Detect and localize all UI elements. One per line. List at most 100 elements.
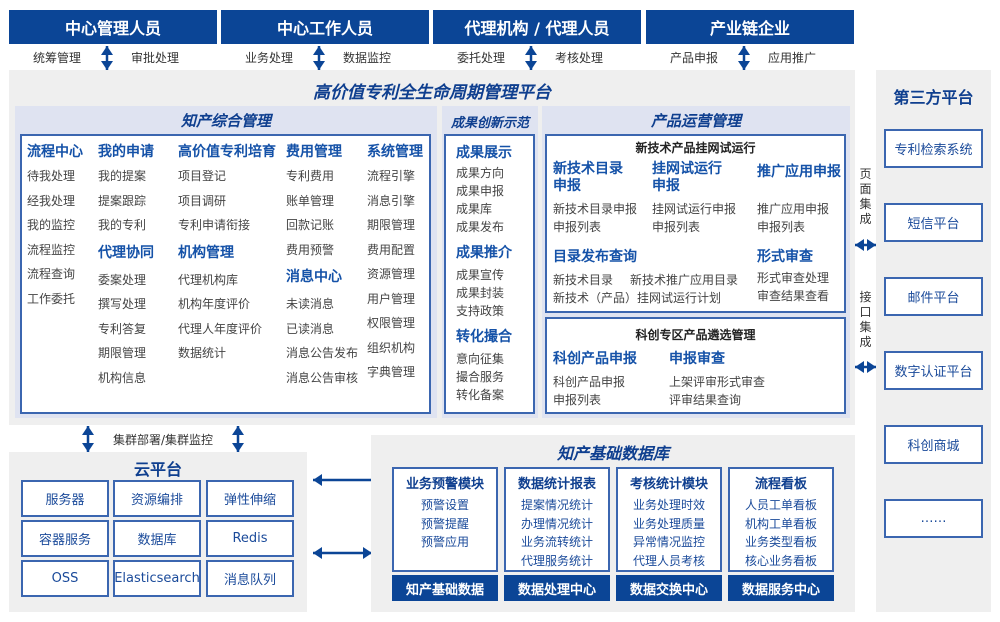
data-center-bar: 知产基础数据 [392, 575, 498, 601]
menu-item: 成果申报 [456, 184, 505, 198]
menu-item: 意向征集 [456, 352, 505, 366]
role-duty-right: 应用推广 [768, 51, 817, 65]
menu-item: 申报列表 [652, 220, 701, 234]
group-heading: 系统管理 [367, 144, 423, 160]
menu-item: 工作委托 [27, 291, 76, 306]
module-column: 流程中心待我处理经我处理我的监控流程监控流程查询工作委托 [27, 140, 83, 311]
menu-item: 评审结果查询 [669, 393, 742, 407]
module-item: 预警设置 [420, 498, 469, 512]
group-heading: 机构管理 [178, 244, 234, 261]
module-item: 业务处理时效 [632, 498, 705, 512]
menu-item: 成果封装 [456, 286, 505, 300]
integrated-title: 知产综合管理 [180, 112, 271, 130]
menu-item: 转化备案 [456, 388, 505, 402]
menu-item: 成果库 [456, 202, 493, 216]
menu-item: 已读消息 [286, 321, 335, 336]
group-heading: 代理协同 [98, 244, 154, 261]
showcase-box [444, 134, 535, 414]
cloud-service: OSS [21, 560, 109, 597]
database-module: 业务预警模块预警设置预警提醒预警应用 [392, 467, 498, 572]
group-heading: 申报 [652, 178, 680, 194]
third-party-system: 邮件平台 [884, 277, 983, 316]
role-duty-right: 审批处理 [131, 51, 180, 65]
menu-item: 新技术目录申报 [553, 202, 638, 216]
role-duty-left: 委托处理 [457, 51, 506, 65]
menu-item: 未读消息 [286, 297, 335, 311]
page-integration-label: 页面集成 [859, 167, 872, 226]
menu-item: 项目登记 [178, 169, 227, 183]
database-module: 考核统计模块业务处理时效业务处理质量异常情况监控代理人员考核 [616, 467, 722, 572]
menu-item: 成果宣传 [456, 268, 505, 282]
role-header: 代理机构 / 代理人员 [433, 10, 641, 44]
menu-item: 新技术（产品）挂网试运行计划 [553, 291, 722, 305]
group-heading: 推广应用申报 [757, 164, 841, 180]
module-column: 费用管理专利费用账单管理回款记账费用预警消息中心未读消息已读消息消息公告发布消息… [286, 140, 358, 390]
cloud-service: Elasticsearch [113, 560, 201, 597]
cloud-service: 容器服务 [21, 520, 109, 557]
group-heading: 新技术目录 [553, 161, 623, 177]
data-center-bar: 数据服务中心 [728, 575, 834, 601]
module-item: 业务类型看板 [744, 535, 817, 549]
menu-item: 期限管理 [98, 346, 147, 360]
trial-title: 新技术产品挂网试运行 [635, 141, 756, 155]
menu-item: 我的监控 [27, 218, 76, 232]
menu-item: 经我处理 [27, 193, 76, 208]
menu-item: 代理人年度评价 [178, 321, 263, 336]
group-heading: 成果推介 [456, 245, 512, 261]
role-duty-right: 数据监控 [343, 51, 392, 65]
group-heading: 费用管理 [286, 144, 342, 160]
menu-item: 申报列表 [553, 220, 602, 234]
module-column: 系统管理流程引擎消息引擎期限管理费用配置资源管理用户管理权限管理组织机构字典管理 [367, 140, 423, 385]
menu-item: 资源管理 [367, 267, 416, 281]
menu-item: 专利申请衔接 [178, 218, 251, 232]
role-duty-right: 考核处理 [555, 51, 604, 65]
role-header: 中心管理人员 [9, 10, 217, 44]
group-heading: 高价值专利培育 [178, 144, 276, 160]
menu-item: 消息公告发布 [286, 346, 359, 360]
menu-item: 数据统计 [178, 346, 227, 360]
selection-box [545, 317, 846, 414]
menu-item: 委案处理 [98, 272, 147, 287]
cloud-service: 资源编排 [113, 480, 201, 517]
role-duty-left: 产品申报 [670, 51, 719, 65]
module-column: 高价值专利培育项目登记项目调研专利申请衔接机构管理代理机构库机构年度评价代理人年… [178, 140, 276, 366]
menu-item: 组织机构 [367, 340, 416, 355]
group-heading: 形式审查 [757, 249, 813, 265]
database-title: 知产基础数据库 [556, 444, 669, 463]
showcase-column: 成果展示成果方向成果申报成果库成果发布成果推介成果宣传成果封装支持政策转化撮合意… [456, 142, 512, 404]
menu-item: 撮合服务 [456, 370, 505, 384]
cloud-service: 消息队列 [206, 560, 294, 597]
menu-item: 申报列表 [757, 220, 806, 234]
interface-integration-label: 接口集成 [859, 290, 872, 349]
menu-item: 代理机构库 [178, 272, 239, 287]
menu-item: 申报列表 [553, 393, 602, 407]
module-item: 人员工单看板 [744, 498, 817, 512]
cloud-service: 弹性伸缩 [206, 480, 294, 517]
module-title: 考核统计模块 [629, 477, 708, 492]
module-item: 业务流转统计 [520, 535, 593, 549]
module-item: 业务处理质量 [632, 516, 705, 531]
database-module: 数据统计报表提案情况统计办理情况统计业务流转统计代理服务统计 [504, 467, 610, 572]
group-heading: 挂网试运行 [652, 161, 722, 177]
module-title: 业务预警模块 [405, 477, 484, 492]
menu-item: 新技术目录 [553, 273, 614, 287]
module-item: 异常情况监控 [632, 535, 705, 549]
menu-item: 流程监控 [27, 242, 76, 257]
module-item: 机构工单看板 [744, 516, 817, 531]
group-heading: 消息中心 [286, 269, 342, 285]
cloud-service: 数据库 [113, 520, 201, 557]
module-item: 预警提醒 [420, 516, 469, 531]
group-heading: 流程中心 [27, 144, 83, 160]
trial-box [545, 134, 846, 313]
menu-item: 推广应用申报 [757, 202, 830, 216]
integrated-box [20, 134, 431, 414]
module-item: 预警应用 [420, 535, 469, 549]
third-party-system: 专利检索系统 [884, 129, 983, 168]
menu-item: 我的提案 [98, 169, 147, 183]
menu-item: 流程引擎 [367, 169, 416, 183]
module-item: 提案情况统计 [520, 498, 593, 512]
group-heading: 我的申请 [98, 144, 154, 160]
menu-item: 回款记账 [286, 218, 335, 232]
menu-item: 形式审查处理 [757, 271, 830, 285]
menu-item: 费用配置 [367, 242, 416, 257]
